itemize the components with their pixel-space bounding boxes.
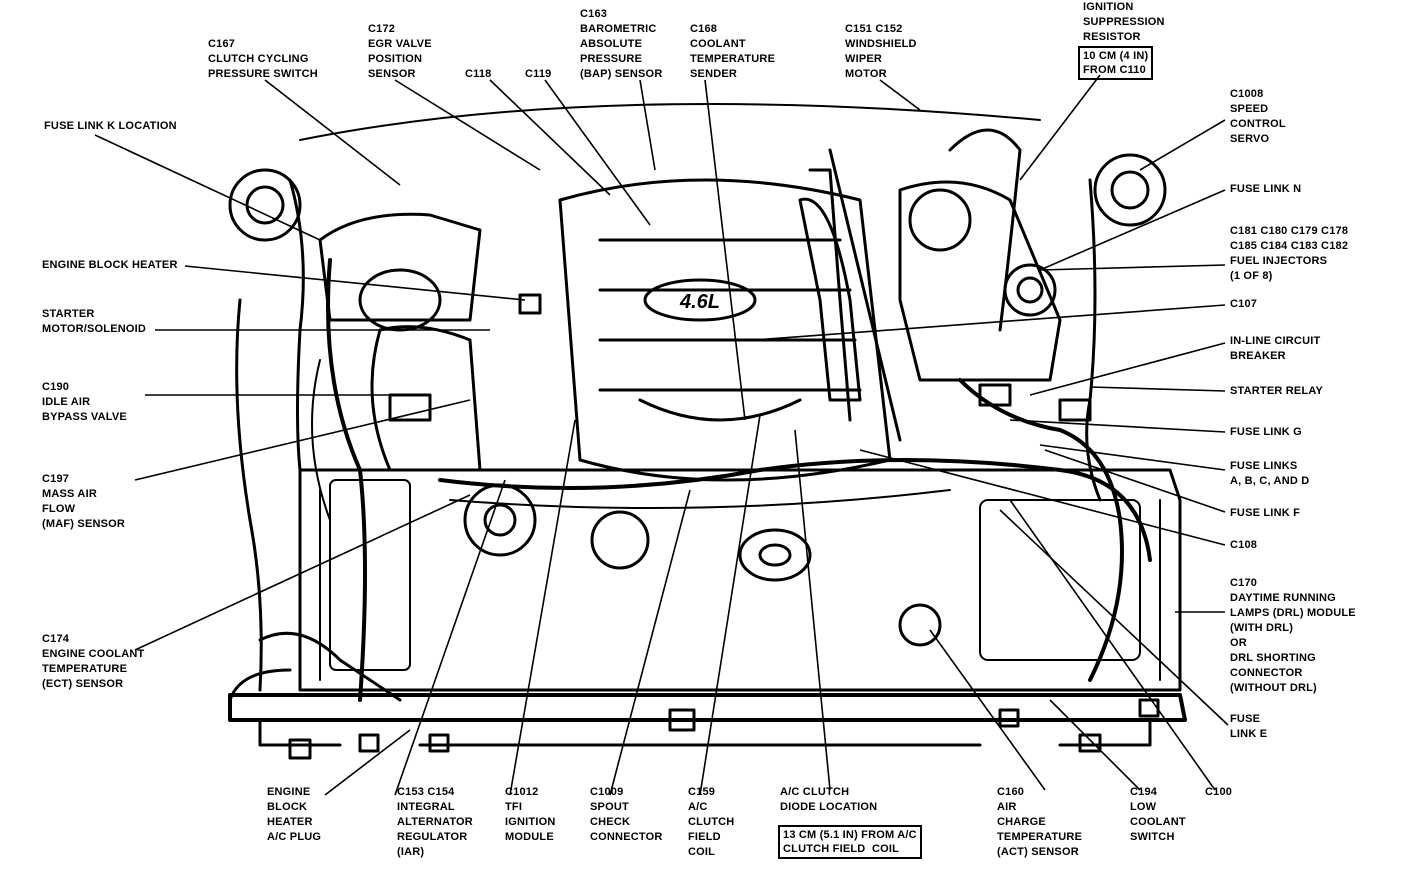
speed-servo [1093,153,1167,227]
air-cleaner-duct [370,325,482,472]
label-fuse-link-e: FUSE LINK E [1230,713,1268,740]
label-c119: C119 [525,68,552,80]
label-inline-breaker: IN-LINE CIRCUIT BREAKER [1230,335,1321,362]
label-c159: C159 A/C CLUTCH FIELD COIL [688,786,735,858]
label-fuse-link-n: FUSE LINK N [1230,183,1302,195]
label-c1008: C1008 SPEED CONTROL SERVO [1230,88,1286,145]
label-fuse-links-abcd: FUSE LINKS A, B, C, AND D [1230,460,1310,487]
label-c174: C174 ENGINE COOLANT TEMPERATURE (ECT) SE… [42,633,145,690]
ac-clutch-diode-distance-box: 13 CM (5.1 IN) FROM A/C CLUTCH FIELD COI… [778,825,922,859]
lower-crossmember [228,693,1187,722]
label-c197: C197 MASS AIR FLOW (MAF) SENSOR [42,473,126,530]
label-fuse-link-k: FUSE LINK K LOCATION [44,120,177,132]
intake-manifold [558,178,892,482]
label-engine-block-heater: ENGINE BLOCK HEATER [42,259,178,271]
label-ignition-resistor: IGNITION SUPPRESSION RESISTOR [1083,1,1165,43]
label-c172: C172 EGR VALVE POSITION SENSOR [368,23,432,80]
wiring-harness-front [438,458,1152,562]
label-c153-c154: C153 C154 INTEGRAL ALTERNATOR REGULATOR … [397,786,473,858]
label-c1012: C1012 TFI IGNITION MODULE [505,786,556,843]
label-c167: C167 CLUTCH CYCLING PRESSURE SWITCH [208,38,318,80]
manifold-logo [643,278,757,322]
label-c1009: C1009 SPOUT CHECK CONNECTOR [590,786,663,843]
label-c107: C107 [1230,298,1258,310]
label-c151-c152: C151 C152 WINDSHIELD WIPER MOTOR [845,23,917,80]
label-starter-motor: STARTER MOTOR/SOLENOID [42,308,147,335]
label-c100: C100 [1205,786,1233,798]
wiring-harness-left [326,258,367,702]
label-fuse-link-f: FUSE LINK F [1230,507,1301,519]
label-c194: C194 LOW COOLANT SWITCH [1130,786,1186,843]
left-valve-cover [318,212,482,322]
label-c163: C163 BAROMETRIC ABSOLUTE PRESSURE (BAP) … [580,8,663,80]
left-fender [235,298,263,692]
right-valve-cover [898,180,1062,382]
label-fuse-link-g: FUSE LINK G [1230,426,1302,438]
label-c118: C118 [465,68,492,80]
label-c160: C160 AIR CHARGE TEMPERATURE (ACT) SENSOR [997,786,1083,858]
engine-logo-text: 4.6L [679,291,720,313]
ignition-resistor-distance-box: 10 CM (4 IN) FROM C110 [1078,46,1154,80]
label-starter-relay: STARTER RELAY [1230,385,1324,397]
ac-compressor-clutch [738,528,812,582]
label-fuel-injectors: C181 C180 C179 C178 C185 C184 C183 C182 … [1230,225,1349,282]
label-c168: C168 COOLANT TEMPERATURE SENDER [690,23,776,80]
throttle-body [798,197,862,402]
label-ac-clutch-diode: A/C CLUTCH DIODE LOCATION [780,786,878,813]
label-c108: C108 [1230,539,1258,551]
label-block-heater-plug: ENGINE BLOCK HEATER A/C PLUG [267,786,322,843]
label-c170: C170 DAYTIME RUNNING LAMPS (DRL) MODULE … [1230,577,1356,694]
left-reservoir [228,168,302,242]
radiator-frame [298,468,1182,692]
label-c190: C190 IDLE AIR BYPASS VALVE [42,381,127,423]
